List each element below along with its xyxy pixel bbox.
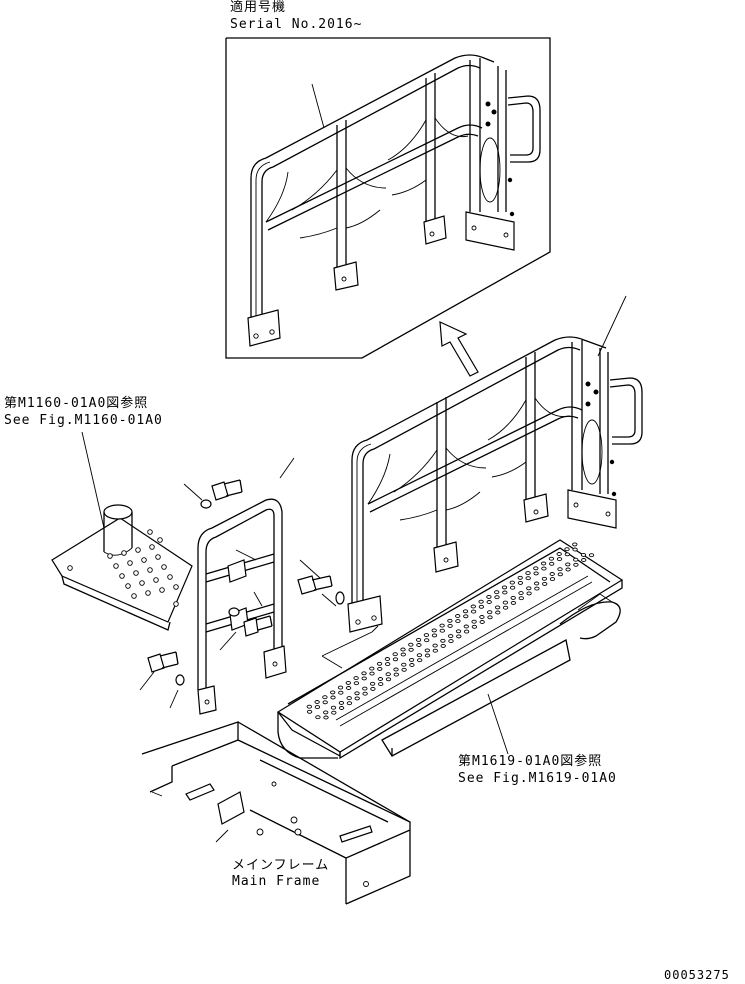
- inset-title-jp: 適用号機: [230, 0, 287, 15]
- main-frame-label-jp: メインフレーム: [232, 858, 330, 873]
- bolt-washer-icon: [297, 559, 345, 607]
- step-reference-en: See Fig.M1619-01A0: [458, 771, 617, 786]
- step-reference-jp: 第M1619-01A0図参照: [458, 754, 603, 769]
- step-walkway-icon: [276, 539, 624, 760]
- ladder-icon: [197, 457, 295, 715]
- step-perforation-pattern: [306, 542, 595, 720]
- main-frame-label-en: Main Frame: [232, 874, 321, 889]
- ladder-bolts-icon: [139, 479, 273, 709]
- seat-plate-icon: [51, 431, 193, 631]
- inset-title-en: Serial No.2016~: [230, 17, 363, 32]
- main-handrail-icon: [347, 295, 643, 633]
- drawing-number: 00053275: [664, 968, 730, 982]
- seat-plate-holes: [67, 529, 179, 607]
- inset-panel: [225, 37, 551, 359]
- seat-reference-en: See Fig.M1160-01A0: [4, 413, 163, 428]
- seat-reference-jp: 第M1160-01A0図参照: [4, 396, 149, 411]
- main-frame-icon: [141, 721, 411, 905]
- arrow-up-icon: [439, 321, 479, 377]
- inset-handrail-icon: [247, 54, 541, 347]
